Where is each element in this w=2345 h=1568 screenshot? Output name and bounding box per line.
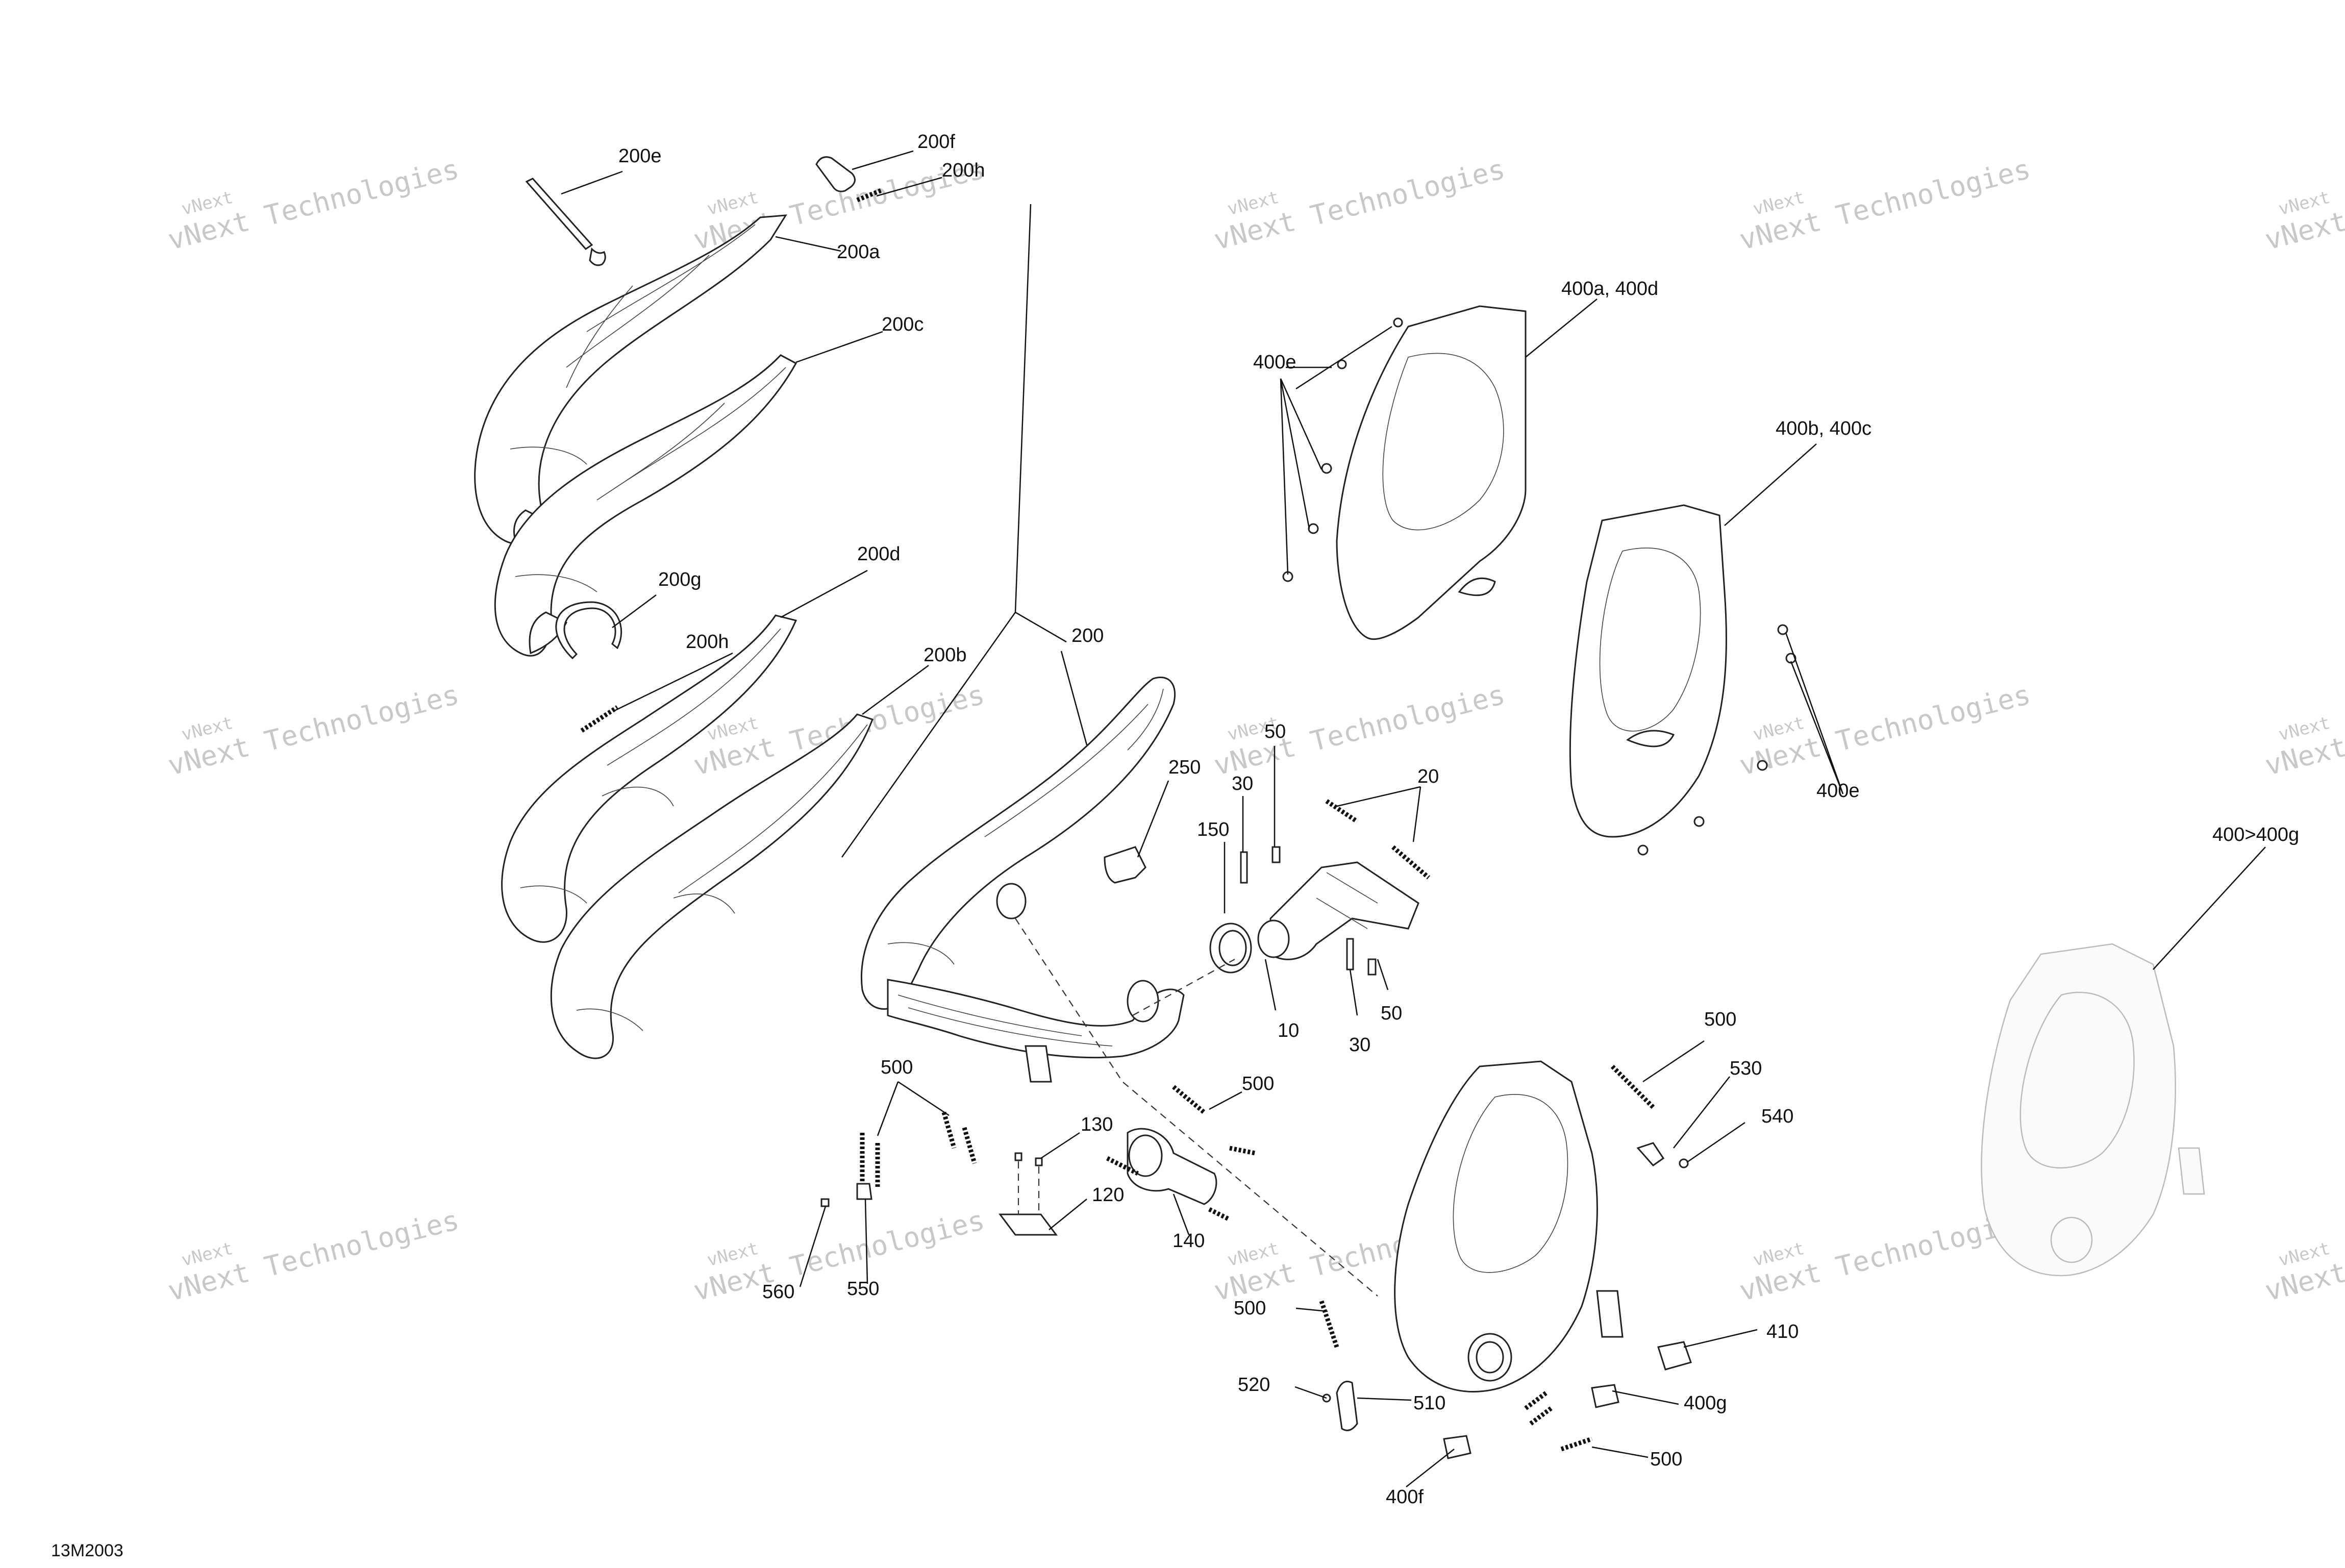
watermark: vNext vNext Technologies: [690, 1204, 988, 1307]
callout-130: 130: [1081, 1114, 1113, 1135]
watermark: vNext vNext Technologies: [1736, 678, 2034, 782]
callout-200d: 200d: [857, 543, 901, 565]
part-silencer-assembly: [1394, 1060, 1624, 1392]
watermark: vNext vNext Technologies: [165, 153, 462, 256]
part-400-ghost-silencer: [1981, 943, 2205, 1277]
callout-530: 530: [1730, 1058, 1762, 1079]
part-140-coupler: [1127, 1128, 1217, 1205]
callout-200f: 200f: [917, 131, 955, 153]
part-200f-clip: [815, 156, 856, 192]
callout-500-d: 500: [1234, 1298, 1266, 1319]
callout-410: 410: [1766, 1321, 1799, 1342]
part-200d-chamber: [501, 614, 797, 943]
callout-150: 150: [1197, 819, 1229, 840]
part-400b-silencer-half: [1569, 504, 1727, 838]
callout-50-bottom: 50: [1381, 1003, 1402, 1024]
callout-250: 250: [1168, 757, 1201, 778]
watermark: vNext vNext Technologies: [2262, 678, 2345, 782]
callout-200: 200: [1071, 625, 1104, 646]
part-10-manifold: [1257, 861, 1419, 960]
part-400e-fasteners: [1282, 317, 1797, 856]
callout-200h-top: 200h: [942, 160, 985, 181]
callout-500-b: 500: [1242, 1073, 1274, 1094]
watermark: vNext vNext Technologies: [1211, 153, 1508, 256]
callout-520: 520: [1238, 1374, 1270, 1396]
part-200h-mid-spring: [580, 705, 619, 733]
callout-400b-400c: 400b, 400c: [1776, 418, 1872, 439]
callout-510: 510: [1413, 1392, 1445, 1414]
callout-550: 550: [847, 1278, 879, 1300]
assembly-axis-line: [1015, 918, 1378, 1297]
callout-120: 120: [1092, 1184, 1124, 1206]
callout-140: 140: [1172, 1230, 1205, 1252]
callout-200a: 200a: [837, 241, 880, 263]
watermark: vNext vNext Technologies: [2262, 1204, 2345, 1307]
part-200g-ring: [555, 601, 622, 660]
leader-lines: [561, 150, 2266, 1487]
watermark: vNext vNext Technologies: [165, 678, 462, 782]
part-150-gasket: [1209, 923, 1252, 974]
part-120-130-bracket: [999, 1152, 1058, 1236]
callout-500-a: 500: [881, 1057, 913, 1078]
callout-500-c: 500: [1704, 1009, 1736, 1030]
part-20-springs: [1325, 799, 1430, 880]
part-200b-chamber: [550, 713, 874, 1059]
part-500-springs-center: [1106, 1085, 1256, 1222]
callout-560: 560: [762, 1281, 794, 1303]
part-550-560-hardware: [820, 1183, 872, 1207]
callout-400f: 400f: [1386, 1486, 1424, 1508]
callout-10: 10: [1278, 1020, 1299, 1041]
callouts: 200e 200f 200h 200a 200c 200g 200d 200h …: [618, 131, 2299, 1508]
part-250-bracket: [1104, 846, 1146, 884]
callout-200e: 200e: [618, 145, 662, 167]
callout-200b: 200b: [924, 644, 967, 666]
callout-50-top: 50: [1264, 721, 1286, 742]
watermark: vNext vNext Technologies: [1736, 153, 2034, 256]
callout-400e-right: 400e: [1816, 780, 1860, 802]
callout-200g: 200g: [658, 569, 702, 590]
callout-400g: 400g: [1684, 1392, 1727, 1414]
callout-30-top: 30: [1232, 773, 1253, 794]
callout-400a-400d: 400a, 400d: [1561, 278, 1658, 300]
part-200-main-chamber: [861, 676, 1185, 1083]
callout-200h-mid: 200h: [686, 631, 729, 653]
callout-200c: 200c: [882, 314, 924, 335]
part-30-50-fasteners: [1240, 846, 1377, 976]
part-500-springs-left: [860, 1111, 977, 1189]
callout-540: 540: [1761, 1106, 1793, 1127]
part-400a-silencer-half: [1336, 305, 1527, 640]
watermark: vNext vNext Technologies: [165, 1204, 462, 1307]
part-lower-right-hardware: [1319, 1064, 1692, 1459]
part-200c-chamber: [494, 354, 797, 657]
part-200e-rod: [525, 178, 606, 266]
callout-30-bottom: 30: [1349, 1034, 1370, 1056]
callout-400e-left: 400e: [1253, 352, 1296, 373]
callout-20: 20: [1417, 766, 1439, 787]
drawing-number: 13M2003: [51, 1541, 123, 1560]
callout-500-e: 500: [1650, 1449, 1682, 1470]
watermark: vNext vNext Technologies: [2262, 153, 2345, 256]
watermark: vNext vNext Technologies: [1211, 678, 1508, 782]
callout-400-400g: 400>400g: [2212, 824, 2299, 845]
